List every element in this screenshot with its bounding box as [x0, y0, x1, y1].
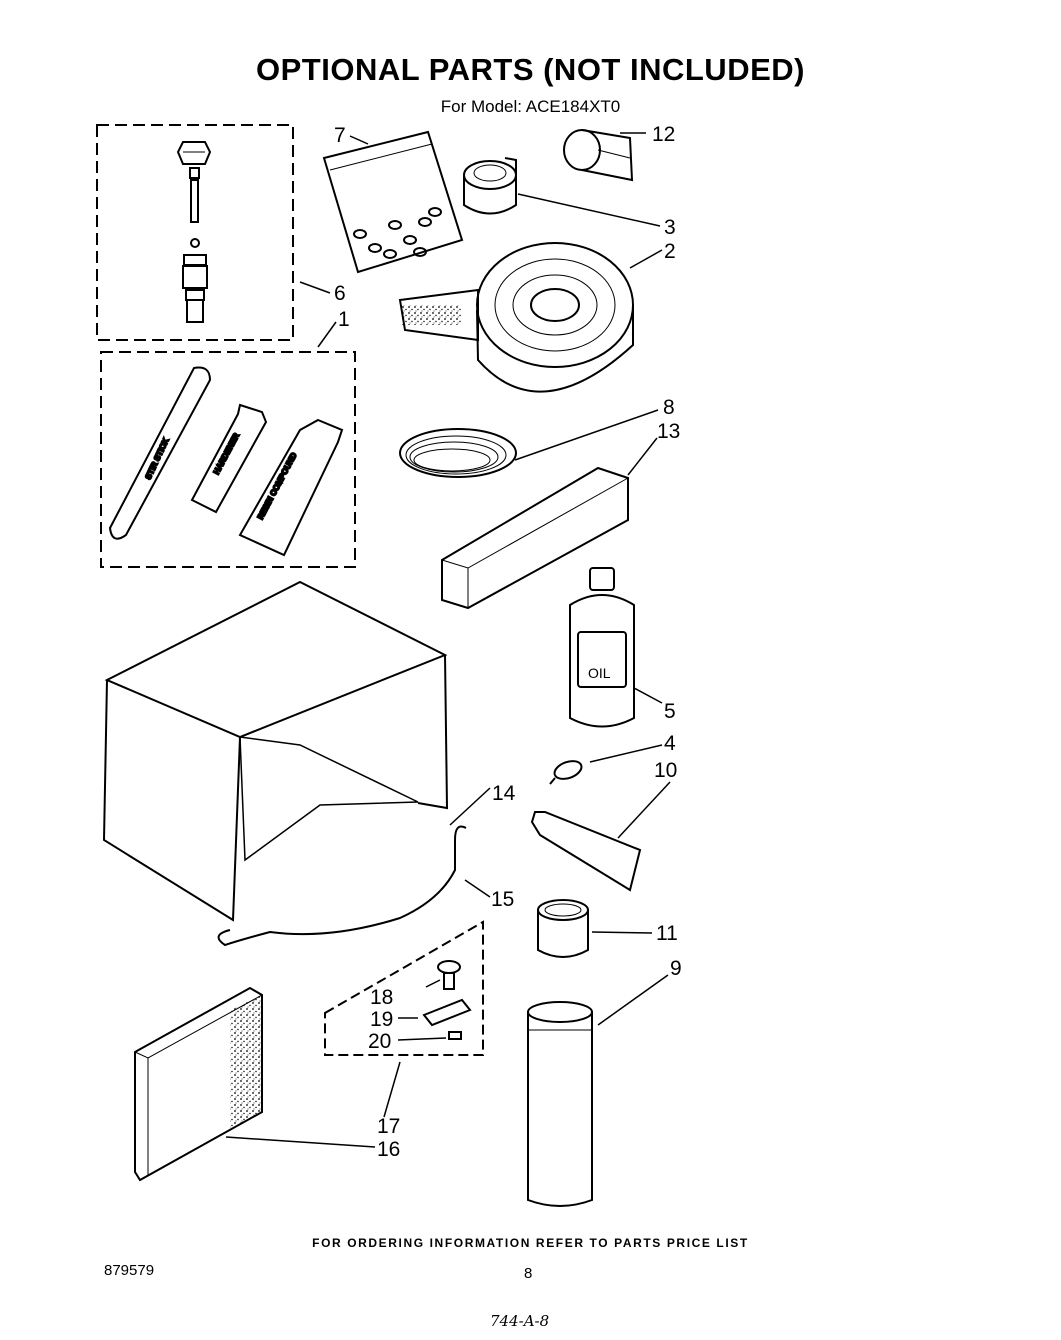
- cord-part: [217, 825, 467, 947]
- cover-part: [102, 580, 449, 922]
- callout-6: 6: [334, 282, 346, 305]
- page-title: OPTIONAL PARTS (NOT INCLUDED): [256, 52, 805, 87]
- callout-3: 3: [664, 216, 676, 239]
- tape-roll-small-part: [563, 129, 634, 182]
- callout-20: 20: [368, 1030, 391, 1053]
- callout-2: 2: [664, 240, 676, 263]
- callout-1: 1: [338, 308, 350, 331]
- repair-kit-part: [100, 351, 356, 568]
- resin-compound-label: RESIN COMPOUND: [256, 451, 299, 521]
- foam-strip-part: [441, 466, 629, 610]
- callout-15: 15: [491, 888, 514, 911]
- can-part: [537, 899, 589, 958]
- part-number: 879579: [104, 1262, 155, 1279]
- hardware-bag-part: [322, 130, 464, 274]
- callout-12: 12: [652, 123, 675, 146]
- spray-can-part: [527, 1001, 593, 1207]
- callout-11: 11: [656, 922, 678, 945]
- wire-coil-part: [399, 428, 517, 478]
- seal-coil-part: [463, 157, 517, 215]
- valve-kit-part: [96, 124, 294, 341]
- ordering-info: FOR ORDERING INFORMATION REFER TO PARTS …: [312, 1236, 749, 1250]
- hardware-kit-part: [324, 920, 484, 1056]
- oil-label: OIL: [588, 665, 611, 681]
- callout-8: 8: [663, 396, 675, 419]
- callout-18: 18: [370, 986, 393, 1009]
- callout-16: 16: [377, 1138, 400, 1161]
- callout-17: 17: [377, 1115, 400, 1138]
- callout-10: 10: [654, 759, 677, 782]
- callout-5: 5: [664, 700, 676, 723]
- callout-19: 19: [370, 1008, 393, 1031]
- page-number: 8: [524, 1265, 533, 1282]
- callout-14: 14: [492, 782, 516, 805]
- capsule-part: [549, 760, 583, 785]
- foam-roll-part: [398, 242, 634, 393]
- callout-4: 4: [664, 732, 676, 755]
- leader-lines: [225, 132, 671, 1148]
- callout-9: 9: [670, 957, 682, 980]
- callout-7: 7: [334, 124, 346, 147]
- tube-part: [530, 811, 642, 892]
- model-subtitle: For Model: ACE184XT0: [440, 97, 621, 116]
- callout-13: 13: [657, 420, 680, 443]
- handwritten-note: 744-A-8: [490, 1312, 550, 1330]
- oil-bottle-part: [569, 567, 635, 728]
- filter-panel-part: [134, 986, 263, 1182]
